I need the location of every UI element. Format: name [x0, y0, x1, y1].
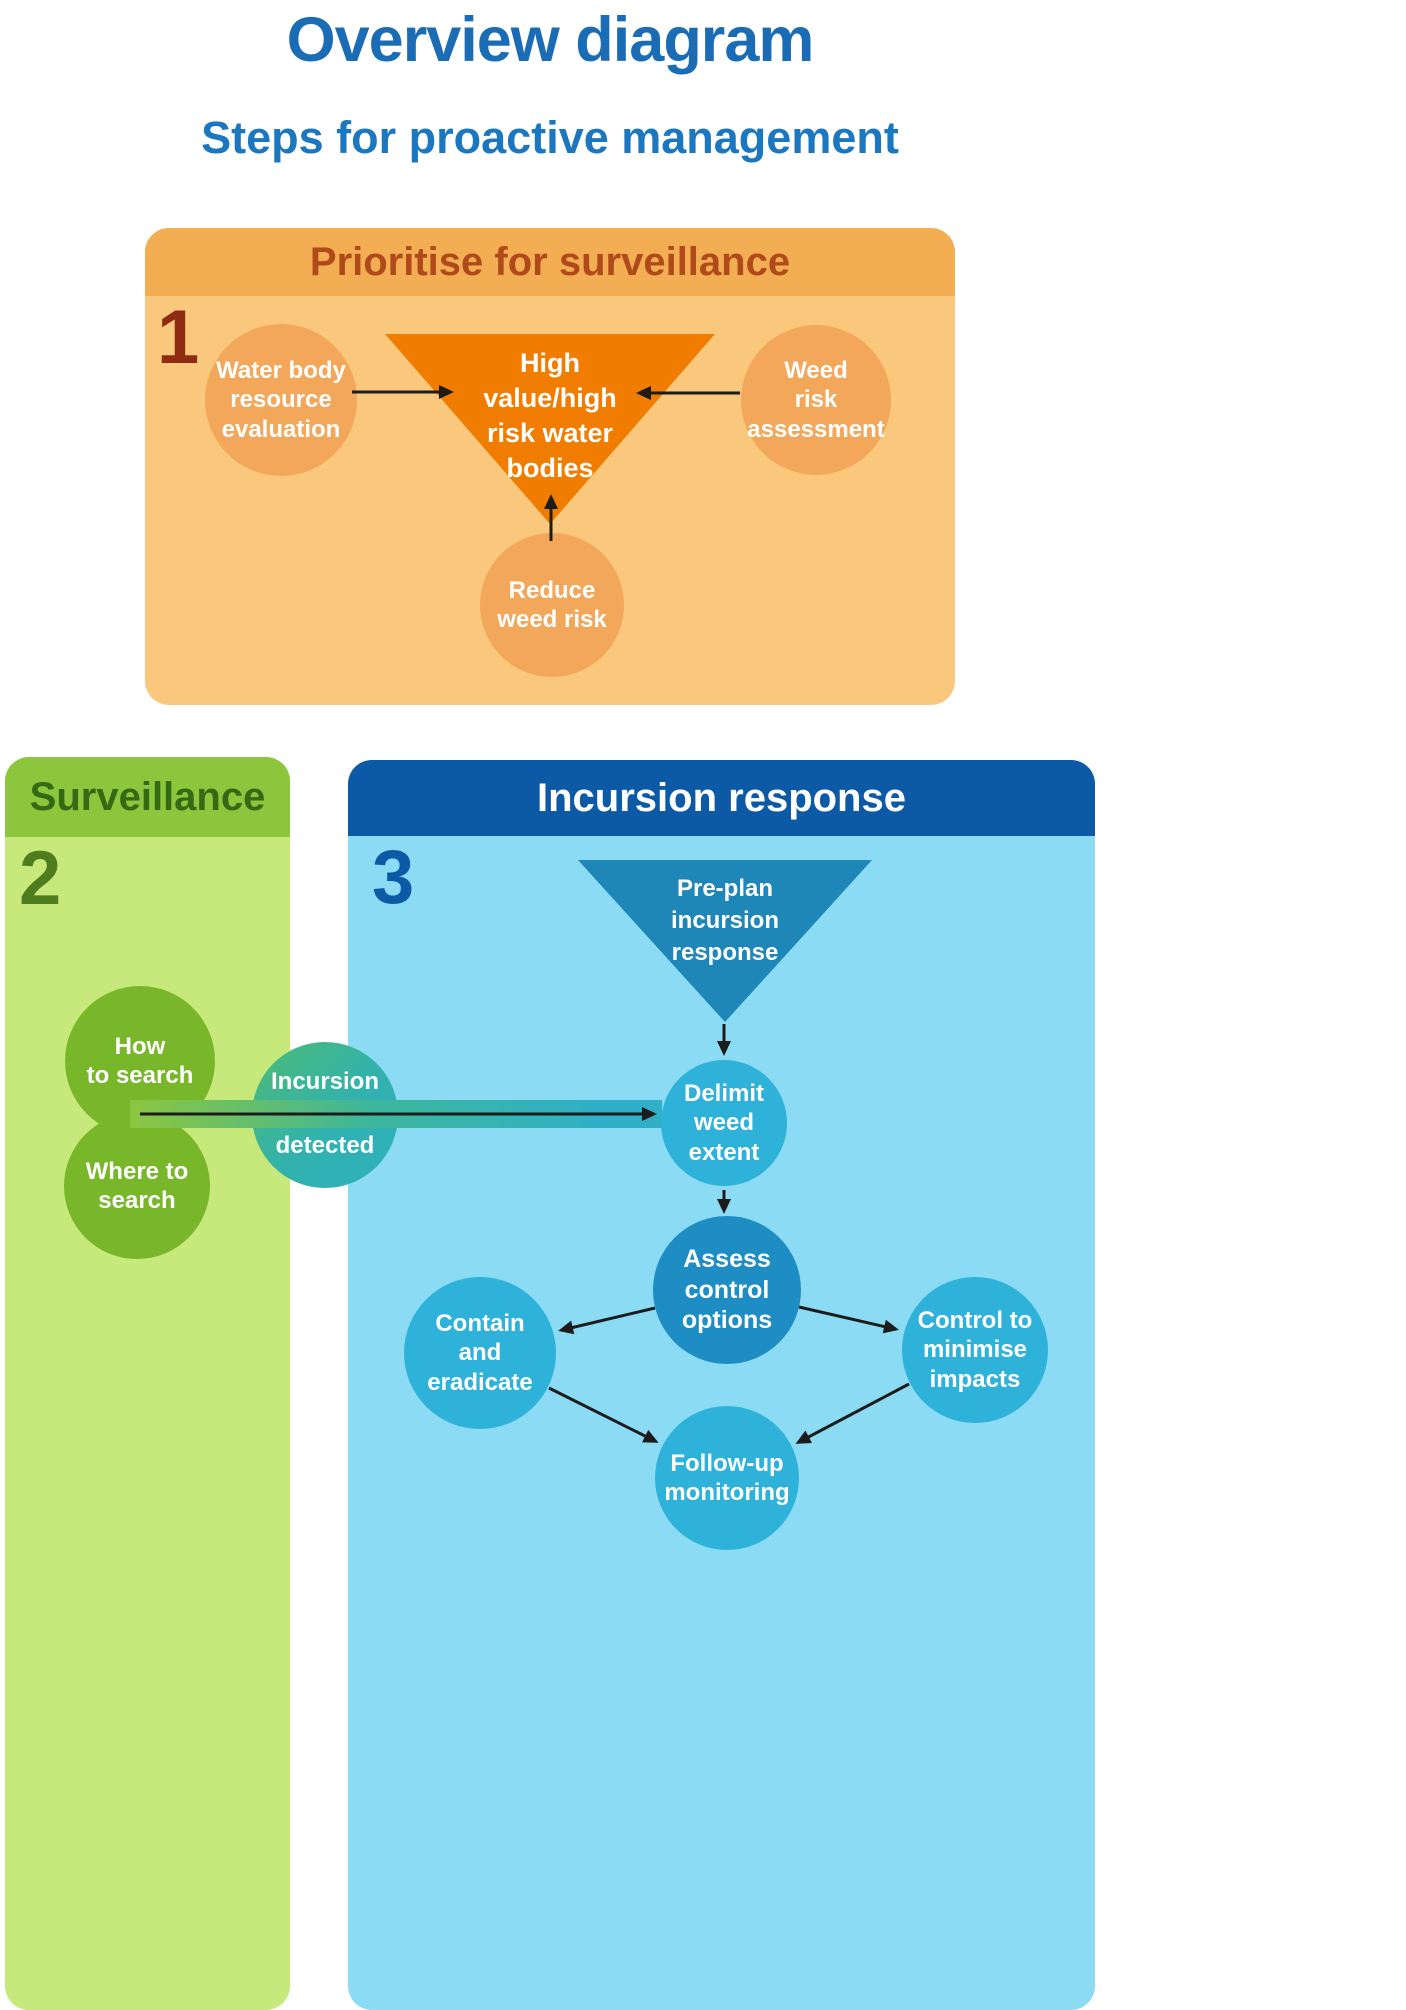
incursion-detected-label-line2: detected [275, 1132, 375, 1159]
circle-assess-control-options: Assess control options [653, 1216, 801, 1364]
step-number-1: 1 [157, 295, 200, 380]
panel-surveillance: Surveillance 2 How to search Where to se… [5, 757, 290, 2010]
circle-control-to-minimise-impacts: Control to minimise impacts [902, 1277, 1048, 1423]
page-title: Overview diagram [286, 5, 815, 75]
step-number-2: 2 [19, 836, 62, 921]
incursion-detected-label-line1: Incursion [270, 1068, 379, 1095]
circle-weed-risk-assessment: Weed risk assessment [741, 325, 891, 475]
panel-prioritise-for-surveillance: Prioritise for surveillance 1 High value… [145, 228, 955, 705]
step-number-3: 3 [372, 835, 415, 920]
funnel-pre-plan-label: Pre-plan incursion response [670, 875, 779, 966]
panel-incursion-response: Incursion response 3 Pre-plan incursion … [348, 760, 1095, 2010]
circle-follow-up-monitoring: Follow-up monitoring [655, 1406, 799, 1550]
panel-surveillance-header: Surveillance [5, 757, 290, 837]
funnel-high-value-label: High value/high risk water bodies [483, 348, 617, 484]
circle-reduce-weed-risk: Reduce weed risk [480, 533, 624, 677]
panel-prioritise-header: Prioritise for surveillance [145, 228, 955, 296]
page-subtitle: Steps for proactive management [201, 112, 899, 163]
circle-delimit-weed-extent: Delimit weed extent [661, 1060, 787, 1186]
circle-water-body-resource-evaluation: Water body resource evaluation [205, 324, 357, 476]
circle-where-to-search: Where to search [64, 1113, 210, 1259]
panel-incursion-header: Incursion response [348, 760, 1095, 836]
circle-contain-and-eradicate: Contain and eradicate [404, 1277, 556, 1429]
incursion-flow-band [130, 1100, 662, 1128]
circle-how-to-search: How to search [65, 986, 215, 1136]
